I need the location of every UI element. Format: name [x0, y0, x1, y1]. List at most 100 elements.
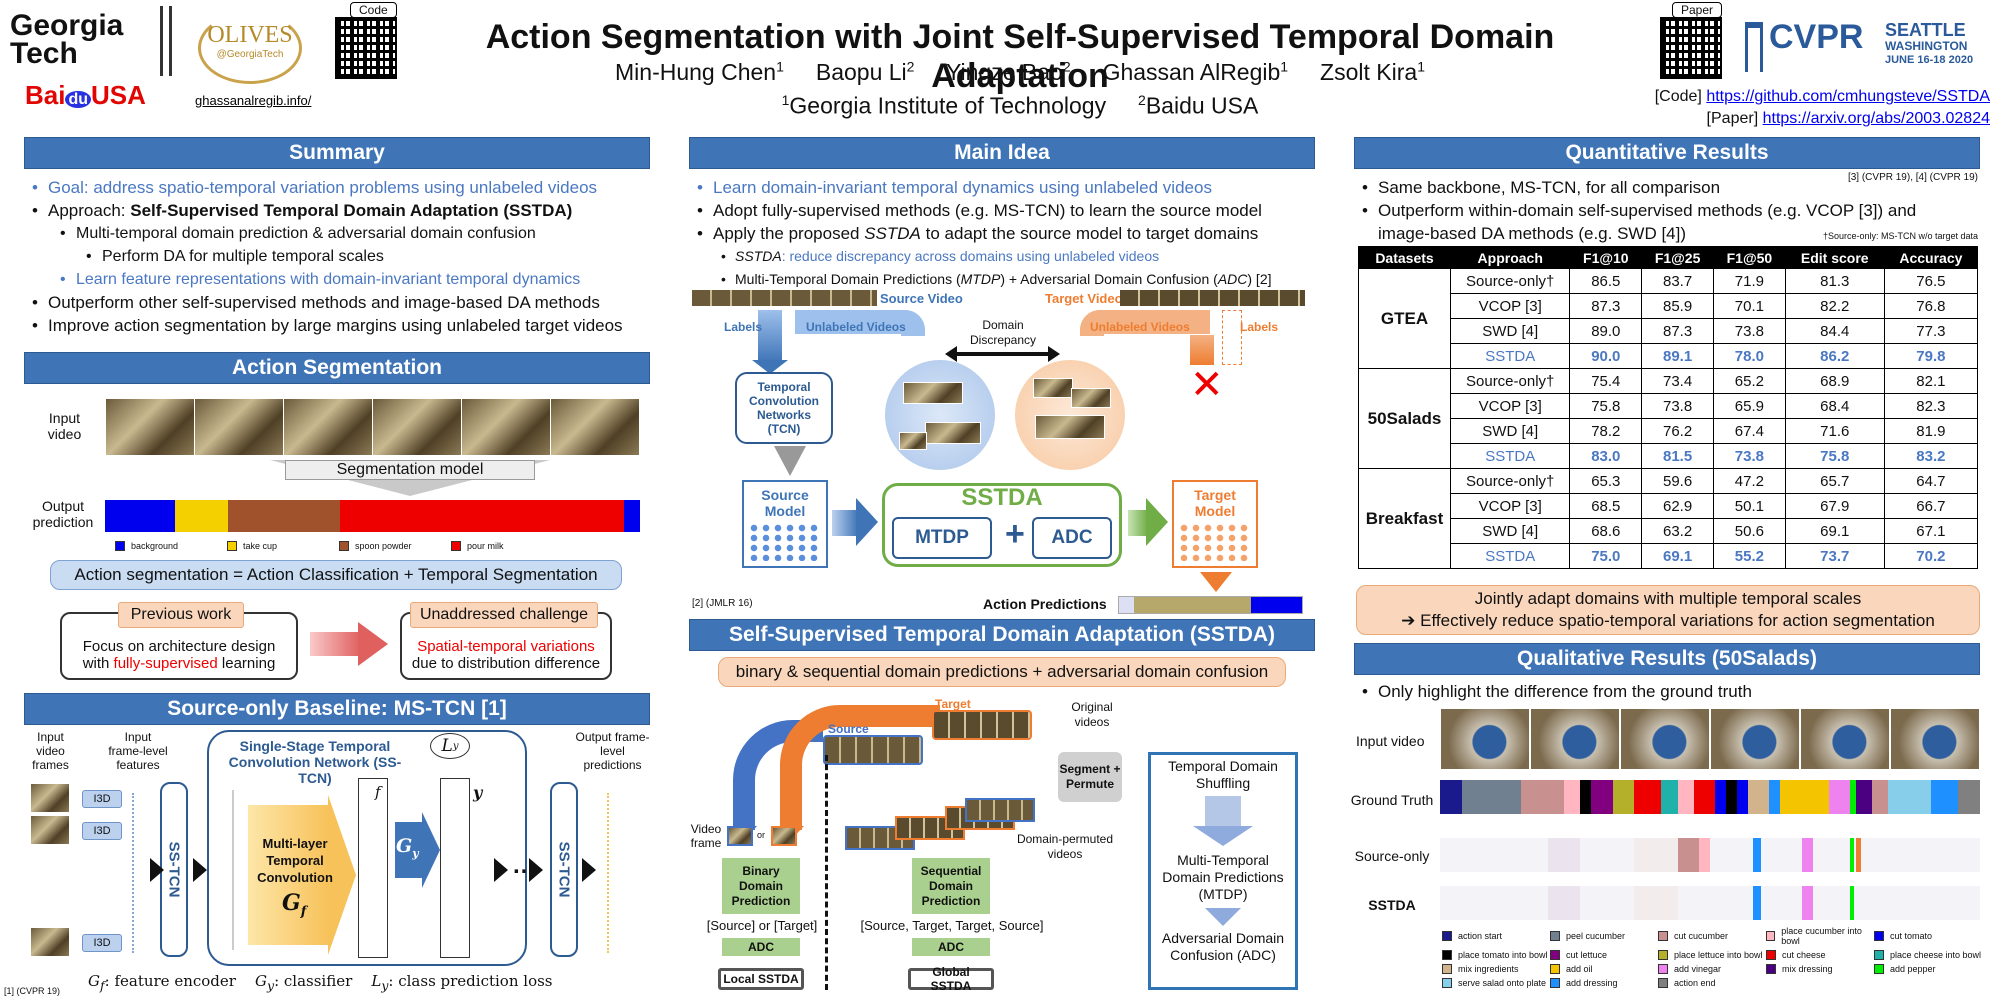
permuted-videos-stack [845, 798, 1035, 858]
metric-cell: 83.0 [1569, 443, 1643, 469]
sstda-label: SSTDA [961, 484, 1043, 511]
metric-cell: 89.0 [1569, 318, 1643, 344]
binary-output: [Source] or [Target] [706, 918, 818, 933]
qual-input-label: Input video [1356, 733, 1425, 749]
affiliations: 1Georgia Institute of Technology 2Baidu … [781, 92, 1259, 119]
metric-cell: 76.8 [1883, 293, 1979, 319]
affil-2: Baidu USA [1145, 92, 1259, 119]
author-5: Zsolt Kira1 [1320, 58, 1425, 85]
action-seg-equation: Action segmentation = Action Classificat… [50, 560, 622, 590]
author-2: Baopu Li2 [815, 58, 915, 85]
approach-cell: Source-only† [1449, 268, 1571, 294]
legend-swatch [1442, 931, 1452, 941]
metric-cell: 63.2 [1641, 518, 1714, 544]
qr-code-image[interactable] [335, 17, 397, 79]
legend-swatch [1442, 964, 1452, 974]
cvpr-state: WASHINGTON [1885, 39, 1968, 53]
video-frame-or: or [757, 830, 766, 840]
metric-cell: 75.0 [1569, 543, 1643, 569]
target-down-arrow-2 [1200, 572, 1232, 592]
qual-gt-label: Ground Truth [1350, 792, 1434, 808]
baseline-legend: Gf: feature encoder Gy: classifier Ly: c… [88, 972, 553, 993]
output-pred-bar [105, 500, 640, 532]
qual-legend-item: mix ingredients [1442, 964, 1550, 974]
code-link[interactable]: https://github.com/cmhungsteve/SSTDA [1706, 88, 1990, 105]
olives-link[interactable]: ghassanalregib.info/ [195, 93, 312, 108]
qual-bullets: Only highlight the difference from the g… [1360, 680, 1970, 703]
adc-local: ADC [722, 938, 800, 956]
metric-cell: 64.7 [1883, 468, 1979, 494]
metric-cell: 83.2 [1883, 443, 1979, 469]
legend-swatch [1442, 978, 1452, 988]
challenge-arrow [310, 632, 360, 656]
metric-cell: 86.2 [1784, 343, 1885, 369]
author-1: Min-Hung Chen1 [615, 58, 784, 85]
labels-source: Labels [724, 320, 763, 334]
main-bullet-adopt: Adopt fully-supervised methods (e.g. MS-… [695, 199, 1315, 222]
metric-cell: 73.8 [1713, 443, 1786, 469]
metric-cell: 82.1 [1883, 368, 1979, 394]
metric-cell: 82.3 [1883, 393, 1979, 419]
sequential-domain-pred: Sequential Domain Prediction [912, 858, 990, 914]
metric-cell: 76.2 [1641, 418, 1714, 444]
metric-cell: 50.1 [1713, 493, 1786, 519]
dataset-name: 50Salads [1358, 368, 1451, 469]
target-video-strip [1120, 290, 1305, 306]
metric-cell: 69.1 [1641, 543, 1714, 569]
sstcn-block-right: SS-TCN [550, 782, 578, 957]
qr-paper-image[interactable] [1660, 17, 1722, 79]
summary-bullet-improve: Improve action segmentation by large mar… [30, 314, 650, 337]
sstcn-container [207, 730, 527, 966]
source-video-strip [692, 290, 877, 306]
video-frame-target [771, 826, 797, 846]
action-seg-header: Action Segmentation [24, 352, 650, 384]
approach-cell: SSTDA [1449, 443, 1571, 469]
metric-cell: 79.8 [1883, 343, 1979, 369]
feature-f-label: f [375, 783, 381, 801]
legend-swatch [1658, 964, 1668, 974]
metric-cell: 81.5 [1641, 443, 1714, 469]
quant-header: Quantitative Results [1354, 137, 1980, 169]
baseline-header: Source-only Baseline: MS-TCN [1] [24, 693, 650, 725]
adc-full-label: Adversarial Domain Confusion (ADC) [1161, 930, 1285, 963]
output-pred-dots [607, 793, 617, 953]
mltc-block [248, 805, 328, 945]
arrow-left-1 [150, 858, 164, 882]
qual-legend-item: add dressing [1550, 978, 1658, 988]
paper-link[interactable]: https://arxiv.org/abs/2003.02824 [1762, 110, 1990, 127]
olives-logo: OLIVES @GeorgiaTech [190, 12, 310, 87]
action-preds-label: Action Predictions [983, 596, 1107, 612]
metric-cell: 84.4 [1784, 318, 1885, 344]
adc-global: ADC [912, 938, 990, 956]
segment-permute-box: Segment + Permute [1058, 752, 1122, 802]
summary-bullets: Goal: address spatio-temporal variation … [30, 176, 650, 337]
output-y-column [440, 778, 470, 958]
legend-swatch [1658, 950, 1668, 960]
qual-legend-item: place cucumber into bowl [1766, 926, 1874, 946]
previous-work-title: Previous work [118, 602, 244, 628]
approach-cell: SWD [4] [1449, 518, 1571, 544]
author-3: Yingze Bao2 [946, 58, 1071, 85]
labels-arrow-source [758, 310, 782, 362]
quant-note: †Source-only: MS-TCN w/o target data [1822, 231, 1978, 241]
target-down-arrow [1190, 335, 1214, 365]
global-sstda-box: Global SSTDA [908, 965, 994, 993]
input-video-label: Input video [47, 410, 82, 442]
approach-cell: SWD [4] [1449, 418, 1571, 444]
gf-label: Gf [282, 890, 307, 920]
qr-paper-label: Paper [1672, 2, 1723, 18]
qual-bullet: Only highlight the difference from the g… [1360, 680, 1970, 703]
baseline-frame-1 [30, 783, 70, 813]
summary-bullet-feature: Learn feature representations with domai… [30, 268, 650, 291]
main-bullet-apply: Apply the proposed SSTDA to adapt the so… [695, 222, 1315, 245]
metric-cell: 86.5 [1569, 268, 1643, 294]
labels-target: Labels [1240, 320, 1279, 334]
conclusion-line-2: ➔ Effectively reduce spatio-temporal var… [1401, 611, 1935, 630]
unlabeled-target: Unlabeled Videos [1090, 320, 1190, 334]
metric-cell: 90.0 [1569, 343, 1643, 369]
